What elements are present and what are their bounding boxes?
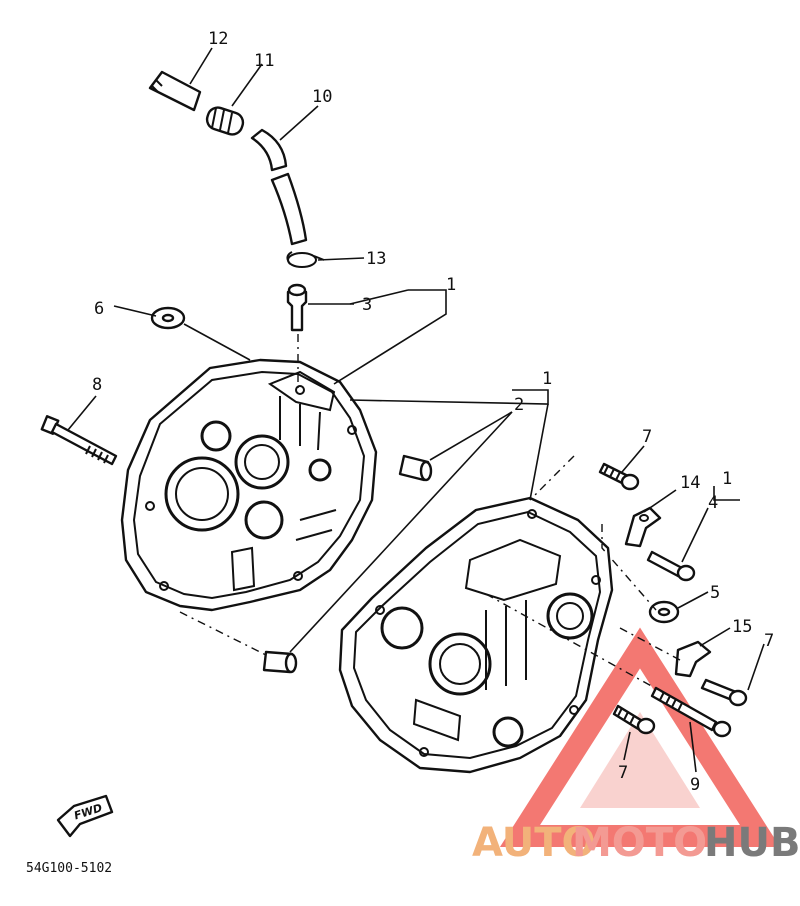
part-2-dowel-pin-upper (398, 454, 433, 482)
callout-6: 6 (94, 299, 104, 319)
watermark-text: AUTO MOTO HUB (472, 820, 800, 866)
callout-7-upper: 7 (642, 427, 652, 447)
crankcase-left-half (120, 358, 378, 612)
part-12-fitting (148, 70, 202, 112)
callout-7-right: 7 (764, 631, 774, 651)
part-11-hose-end (205, 106, 245, 136)
callout-13: 13 (366, 249, 386, 269)
callout-2: 2 (514, 395, 524, 415)
watermark-part1: AUTO (472, 820, 596, 866)
watermark-part3: HUB (704, 820, 800, 866)
callout-3: 3 (362, 295, 372, 315)
part-8-long-bolt (40, 415, 118, 466)
callout-8: 8 (92, 375, 102, 395)
part-7-bolt-lower (612, 704, 656, 735)
part-6-washer (150, 306, 186, 330)
callout-7-lower: 7 (618, 763, 628, 783)
crankcase-right-half (338, 496, 614, 774)
callout-14: 14 (680, 473, 700, 493)
callout-12: 12 (208, 29, 228, 49)
part-7-bolt-upper (598, 462, 640, 491)
callout-10: 10 (312, 87, 332, 107)
leader-lines (67, 47, 765, 773)
part-14-bracket (624, 506, 662, 548)
callout-1-middle: 1 (542, 369, 552, 389)
part-15-bracket (674, 640, 712, 678)
callout-11: 11 (254, 51, 274, 71)
forward-arrow-icon: FWD (56, 794, 114, 838)
part-4-bolt (646, 550, 696, 582)
callout-1-top: 1 (446, 275, 456, 295)
callout-5: 5 (710, 583, 720, 603)
callout-9: 9 (690, 775, 700, 795)
watermark-part2: MOTO (572, 820, 707, 866)
part-5-washer (648, 600, 680, 624)
part-3-union-nipple (286, 283, 308, 332)
part-2-dowel-pin-lower (262, 650, 298, 674)
watermark-logo-icon (499, 627, 781, 847)
part-10-breather-hose (250, 128, 308, 246)
callout-4: 4 (708, 493, 718, 513)
callout-15: 15 (732, 617, 752, 637)
part-7-bolt-right (700, 678, 748, 707)
diagram-code: 54G100-5102 (26, 861, 112, 876)
callout-1-right: 1 (722, 469, 732, 489)
